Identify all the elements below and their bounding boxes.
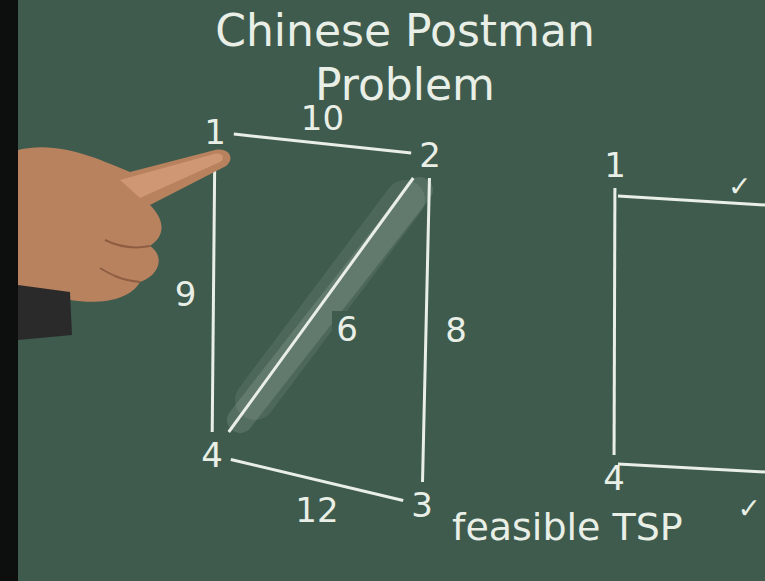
chalk-smudge bbox=[240, 190, 420, 420]
graph-edge bbox=[212, 155, 215, 432]
vertex-number: 1 bbox=[604, 146, 626, 184]
graph-edge bbox=[423, 178, 430, 482]
graph-edge bbox=[613, 188, 617, 455]
edge-weight: 8 bbox=[441, 312, 471, 348]
square-bottom-line bbox=[618, 464, 765, 472]
note-text: feasible TSP bbox=[452, 505, 683, 549]
vertex-label: 1 bbox=[198, 111, 232, 153]
chalk-smudge bbox=[255, 200, 405, 400]
graph-edge bbox=[229, 178, 414, 432]
check-mark: ✓ bbox=[738, 492, 761, 525]
vertex-number: 4 bbox=[603, 459, 625, 497]
check-mark: ✓ bbox=[728, 170, 751, 203]
vertex-label: 2 bbox=[413, 134, 447, 176]
vertex-label: 4 bbox=[597, 457, 631, 499]
vertex-number: 1 bbox=[204, 113, 226, 151]
knuckle-lines bbox=[100, 240, 150, 282]
index-finger bbox=[120, 154, 223, 198]
vertex-number: 3 bbox=[411, 486, 433, 524]
edge-weight: 9 bbox=[171, 276, 201, 312]
title: Chinese Postman Problem bbox=[185, 4, 625, 112]
watch-strap bbox=[18, 285, 72, 340]
graph-edge bbox=[234, 134, 411, 153]
edge-weight: 12 bbox=[291, 492, 342, 528]
board-edge bbox=[0, 0, 18, 581]
vertex-label: 1 bbox=[598, 144, 632, 186]
edge-weight: 6 bbox=[332, 311, 362, 347]
vertex-label: 3 bbox=[405, 484, 439, 526]
vertex-number: 2 bbox=[419, 136, 441, 174]
vertex-number: 4 bbox=[201, 436, 223, 474]
edge-weight: 10 bbox=[297, 100, 348, 136]
vertex-label: 4 bbox=[195, 434, 229, 476]
